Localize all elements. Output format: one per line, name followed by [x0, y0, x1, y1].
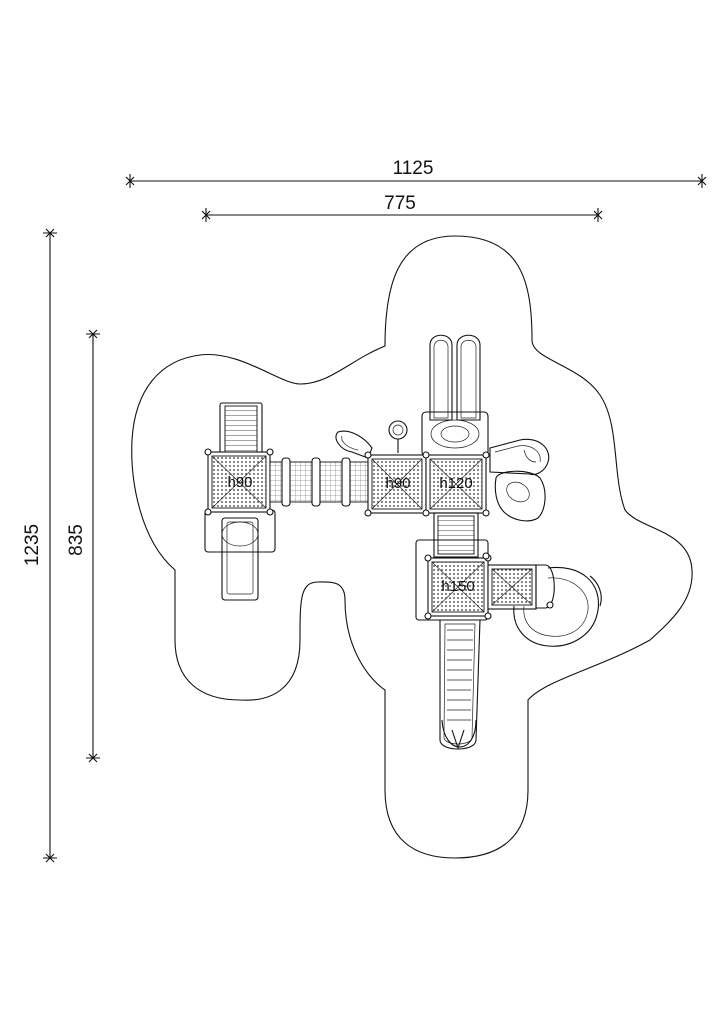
overall-width-label: 1125 [393, 158, 434, 179]
platform-label-h150: h150 [441, 578, 474, 595]
dimension-overall-length: 1235 [22, 228, 57, 863]
platform-label-h90-center: h90 [385, 475, 410, 492]
platform-label-h120: h120 [439, 475, 472, 492]
platform-h90-left: h90 [204, 448, 274, 516]
platform-h150: h150 [415, 539, 492, 621]
structure-length-label: 835 [66, 524, 87, 556]
dimension-structure-width: 775 [201, 193, 603, 222]
steering-wheel-panel [388, 420, 408, 453]
tunnel-bridge [482, 552, 555, 610]
connecting-stairs [433, 512, 479, 558]
dimension-structure-length: 835 [66, 329, 100, 763]
net-bridge [269, 457, 371, 507]
left-ladder [219, 402, 263, 459]
dimension-overall-width: 1125 [125, 158, 707, 188]
left-slide [204, 509, 276, 601]
structure-width-label: 775 [384, 193, 416, 214]
spiral-slide [513, 566, 602, 647]
long-slide [439, 619, 481, 750]
platform-h120: h120 [422, 451, 490, 517]
platform-h90-center: h90 [364, 451, 427, 517]
overall-length-label: 1235 [22, 524, 43, 566]
safety-zone-outline [131, 235, 693, 859]
platform-label-h90-left: h90 [227, 474, 252, 491]
climbing-wall [489, 438, 550, 522]
twin-slide [421, 334, 489, 457]
